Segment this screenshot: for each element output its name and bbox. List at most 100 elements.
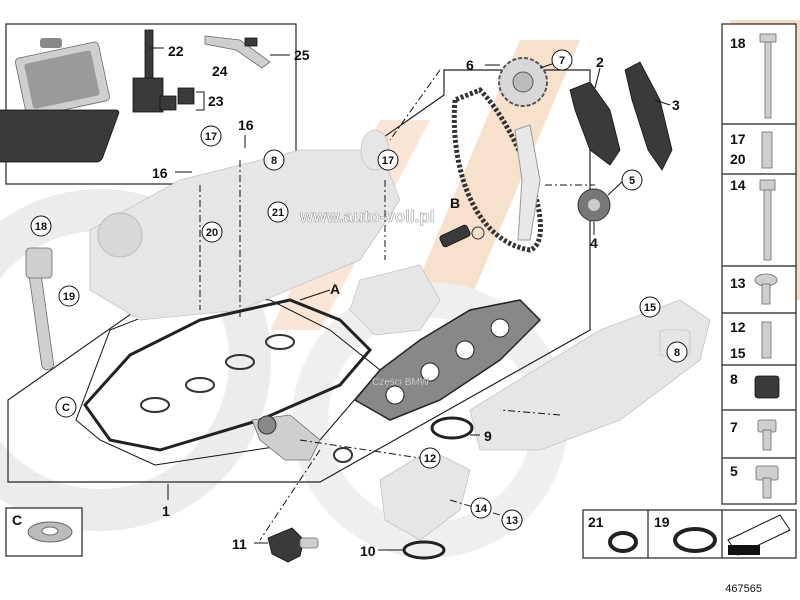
side-label-14: 14 xyxy=(730,177,746,193)
callout-circle-20: 20 xyxy=(201,221,223,243)
guide-rail-2 xyxy=(569,81,621,166)
side-bolt-14 xyxy=(763,185,772,261)
head-oil-cap xyxy=(97,212,143,258)
callout-8a: 8 xyxy=(271,155,277,167)
case-handle xyxy=(40,38,62,48)
plug-seal-1 xyxy=(140,397,170,413)
cylinder-head xyxy=(89,129,401,321)
plug-seal-3 xyxy=(225,354,255,370)
callout-circle-7: 7 xyxy=(551,49,573,71)
toolkit-panel-border xyxy=(5,23,297,185)
timing-chain-assembly xyxy=(439,57,673,253)
gasket-port-3 xyxy=(455,340,475,360)
gasket-port-2 xyxy=(420,362,440,382)
part-24-bracket xyxy=(204,35,271,69)
peach-stripe-center xyxy=(410,40,580,300)
callout-circle-17a: 17 xyxy=(200,125,222,147)
callout-circle-8a: 8 xyxy=(263,149,285,171)
gasket-port-4 xyxy=(490,318,510,338)
callout-9: 9 xyxy=(484,428,492,444)
callout-4: 4 xyxy=(590,235,598,251)
part-11-sensor xyxy=(267,527,319,563)
callout-1: 1 xyxy=(162,503,170,519)
side-label-8: 8 xyxy=(730,371,738,387)
dash-chain-head xyxy=(389,69,441,141)
dash-12 xyxy=(299,439,421,459)
callout-circle-8b: 8 xyxy=(666,341,688,363)
callout-17b: 17 xyxy=(382,155,394,167)
o-ring-19 xyxy=(673,527,717,553)
reference-arrow-fill xyxy=(728,545,760,555)
plug-seal-4 xyxy=(265,334,295,350)
guide-rail-3 xyxy=(624,61,673,171)
exhaust-manifold-gasket xyxy=(353,299,542,421)
callout-circle-14: 14 xyxy=(470,497,492,519)
callout-circle-12: 12 xyxy=(419,447,441,469)
dash-9 xyxy=(499,409,561,416)
side-label-17: 17 xyxy=(730,131,746,147)
callout-circle-15: 15 xyxy=(639,296,661,318)
side-stud-17 xyxy=(761,131,773,169)
part-23-blocks xyxy=(159,87,195,111)
leader-5 xyxy=(607,181,623,196)
callout-24: 24 xyxy=(212,63,228,79)
callout-16a: 16 xyxy=(152,165,168,181)
callout-8b: 8 xyxy=(674,347,680,359)
callout-18: 18 xyxy=(35,221,47,233)
callout-25: 25 xyxy=(294,47,310,63)
vacuum-pump xyxy=(349,264,441,336)
sprocket-7-hub xyxy=(512,71,534,93)
callout-10: 10 xyxy=(360,543,376,559)
gasket-plug-seals xyxy=(140,334,295,413)
callout-B: B xyxy=(450,195,460,211)
case-base xyxy=(0,109,120,163)
callout-3: 3 xyxy=(672,97,680,113)
callout-C: C xyxy=(62,402,70,414)
sensor-11-flange xyxy=(267,527,305,563)
injector-head xyxy=(25,247,53,279)
gasket-outer xyxy=(83,298,373,452)
bracket-24-clip xyxy=(244,37,258,47)
toolkit-case xyxy=(0,38,120,163)
diagram-id: 467565 xyxy=(725,583,762,595)
side-bolt-5 xyxy=(762,477,772,499)
leader-A xyxy=(299,289,331,301)
callout-7: 7 xyxy=(559,55,565,67)
sensor-11-tip xyxy=(299,537,319,549)
callout-circle-18: 18 xyxy=(30,215,52,237)
side-panel: 18 17 20 14 13 12 15 8 7 5 xyxy=(722,33,796,499)
tensioner-seal xyxy=(471,226,485,240)
callout-17a: 17 xyxy=(205,131,217,143)
leader-2 xyxy=(594,67,601,89)
watermark-ring-left xyxy=(0,189,271,531)
callout-11: 11 xyxy=(232,536,247,552)
callout-circle-5: 5 xyxy=(621,169,643,191)
side-bolt-12 xyxy=(761,321,772,359)
callout-13: 13 xyxy=(506,515,518,527)
washer-C-hole xyxy=(41,526,59,536)
side-bolt-14-head xyxy=(759,179,776,191)
sprocket-4-hub xyxy=(588,199,600,211)
egr-seal-ring xyxy=(333,447,353,463)
callout-2: 2 xyxy=(596,54,604,70)
side-label-7: 7 xyxy=(730,419,738,435)
leader-lines xyxy=(150,47,671,551)
tool-22-base xyxy=(132,77,164,113)
side-label-20: 20 xyxy=(730,151,746,167)
panel-label-C: C xyxy=(12,512,22,528)
c-panel: C xyxy=(12,512,73,543)
chain-6 xyxy=(451,87,543,253)
callout-21: 21 xyxy=(272,207,284,219)
callout-12: 12 xyxy=(424,453,436,465)
chain-guide-inner xyxy=(514,124,541,241)
bottom-right-panel: 21 19 xyxy=(588,510,791,558)
egr-gasket-small xyxy=(257,415,277,435)
watermark-url: www.auto-voll.pl xyxy=(299,207,434,226)
panel-label-21: 21 xyxy=(588,514,604,530)
side-bolt-13 xyxy=(761,283,771,305)
side-label-13: 13 xyxy=(730,275,746,291)
block-23a xyxy=(159,95,177,111)
watermark-brand: Części BMW xyxy=(372,377,430,388)
